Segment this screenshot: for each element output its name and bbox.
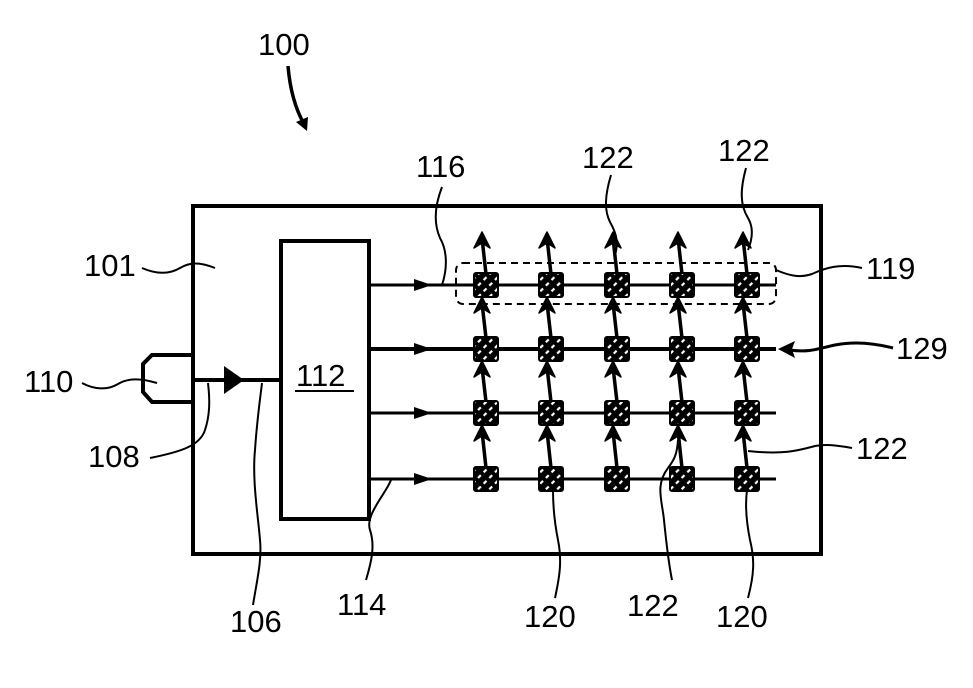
transfer-arrowhead-icon (538, 360, 556, 378)
label-110: 110 (24, 364, 73, 399)
leader-122-right (747, 443, 853, 454)
device-pointer-arrowhead-icon (296, 117, 308, 131)
element-cell (734, 400, 760, 426)
element-cell (734, 336, 760, 362)
element-cell (538, 400, 564, 426)
input-arrow-icon (224, 366, 244, 394)
label-106: 106 (230, 604, 282, 639)
element-cell (604, 272, 630, 298)
label-108: 108 (88, 439, 140, 474)
transfer-arrowhead-icon (669, 424, 687, 442)
transfer-arrowhead-icon (473, 424, 491, 442)
element-cell (669, 336, 695, 362)
element-cell (538, 466, 564, 492)
element-cell (538, 272, 564, 298)
element-cell (473, 336, 499, 362)
row-entry-arrowhead-icon (778, 341, 795, 358)
element-cell (669, 272, 695, 298)
leader-120-a (552, 489, 562, 599)
label-116: 116 (416, 149, 465, 184)
label-101: 101 (84, 248, 136, 283)
label-122-top-a: 122 (582, 140, 634, 175)
element-cell (604, 336, 630, 362)
element-grid (473, 231, 760, 492)
transfer-arrowhead-icon (473, 231, 491, 249)
element-cell (734, 466, 760, 492)
label-122-right: 122 (856, 431, 908, 466)
transfer-arrowhead-icon (734, 360, 752, 378)
group-outline-dashed (455, 262, 777, 305)
transfer-arrowhead-icon (604, 424, 622, 442)
leader-106 (252, 382, 263, 606)
transfer-arrowhead-icon (734, 424, 752, 442)
leader-110 (81, 378, 158, 390)
transfer-arrowhead-icon (734, 296, 752, 314)
input-connector (141, 353, 193, 404)
label-120-a: 120 (524, 599, 576, 634)
element-cell (604, 466, 630, 492)
leader-122-bottom (659, 439, 679, 581)
leader-108 (149, 382, 211, 459)
controller-label: 112 (296, 358, 345, 393)
label-122-bottom: 122 (627, 588, 679, 623)
transfer-arrowhead-icon (734, 231, 752, 249)
housing-outline (191, 204, 823, 556)
transfer-arrowhead-icon (538, 231, 556, 249)
label-129: 129 (896, 331, 948, 366)
transfer-arrowhead-icon (669, 231, 687, 249)
leader-101 (141, 262, 216, 274)
label-122-top-b: 122 (718, 133, 770, 168)
element-cell (669, 466, 695, 492)
label-120-b: 120 (716, 599, 768, 634)
transfer-arrowhead-icon (604, 360, 622, 378)
element-cell (669, 400, 695, 426)
element-cell (604, 400, 630, 426)
element-cell (473, 466, 499, 492)
row-arrow-icon (414, 407, 432, 419)
transfer-arrowhead-icon (538, 424, 556, 442)
leader-122-top-a (605, 174, 618, 256)
element-cell (538, 336, 564, 362)
row-arrow-icon (414, 343, 432, 355)
leader-120-b (745, 489, 755, 599)
element-cell (473, 272, 499, 298)
row-arrow-icon (414, 279, 432, 291)
leader-114 (365, 479, 392, 581)
transfer-arrowhead-icon (669, 360, 687, 378)
element-cell (473, 400, 499, 426)
leader-122-top-b (740, 167, 753, 251)
leader-116 (434, 186, 447, 286)
label-114: 114 (337, 587, 386, 622)
element-cell (734, 272, 760, 298)
device-pointer-arrow (286, 65, 306, 125)
label-119: 119 (866, 251, 915, 286)
row-lines (369, 279, 776, 485)
label-100: 100 (258, 27, 310, 62)
leader-129 (789, 341, 894, 353)
row-arrow-icon (414, 473, 432, 485)
leader-119 (775, 264, 863, 278)
transfer-arrowhead-icon (473, 360, 491, 378)
